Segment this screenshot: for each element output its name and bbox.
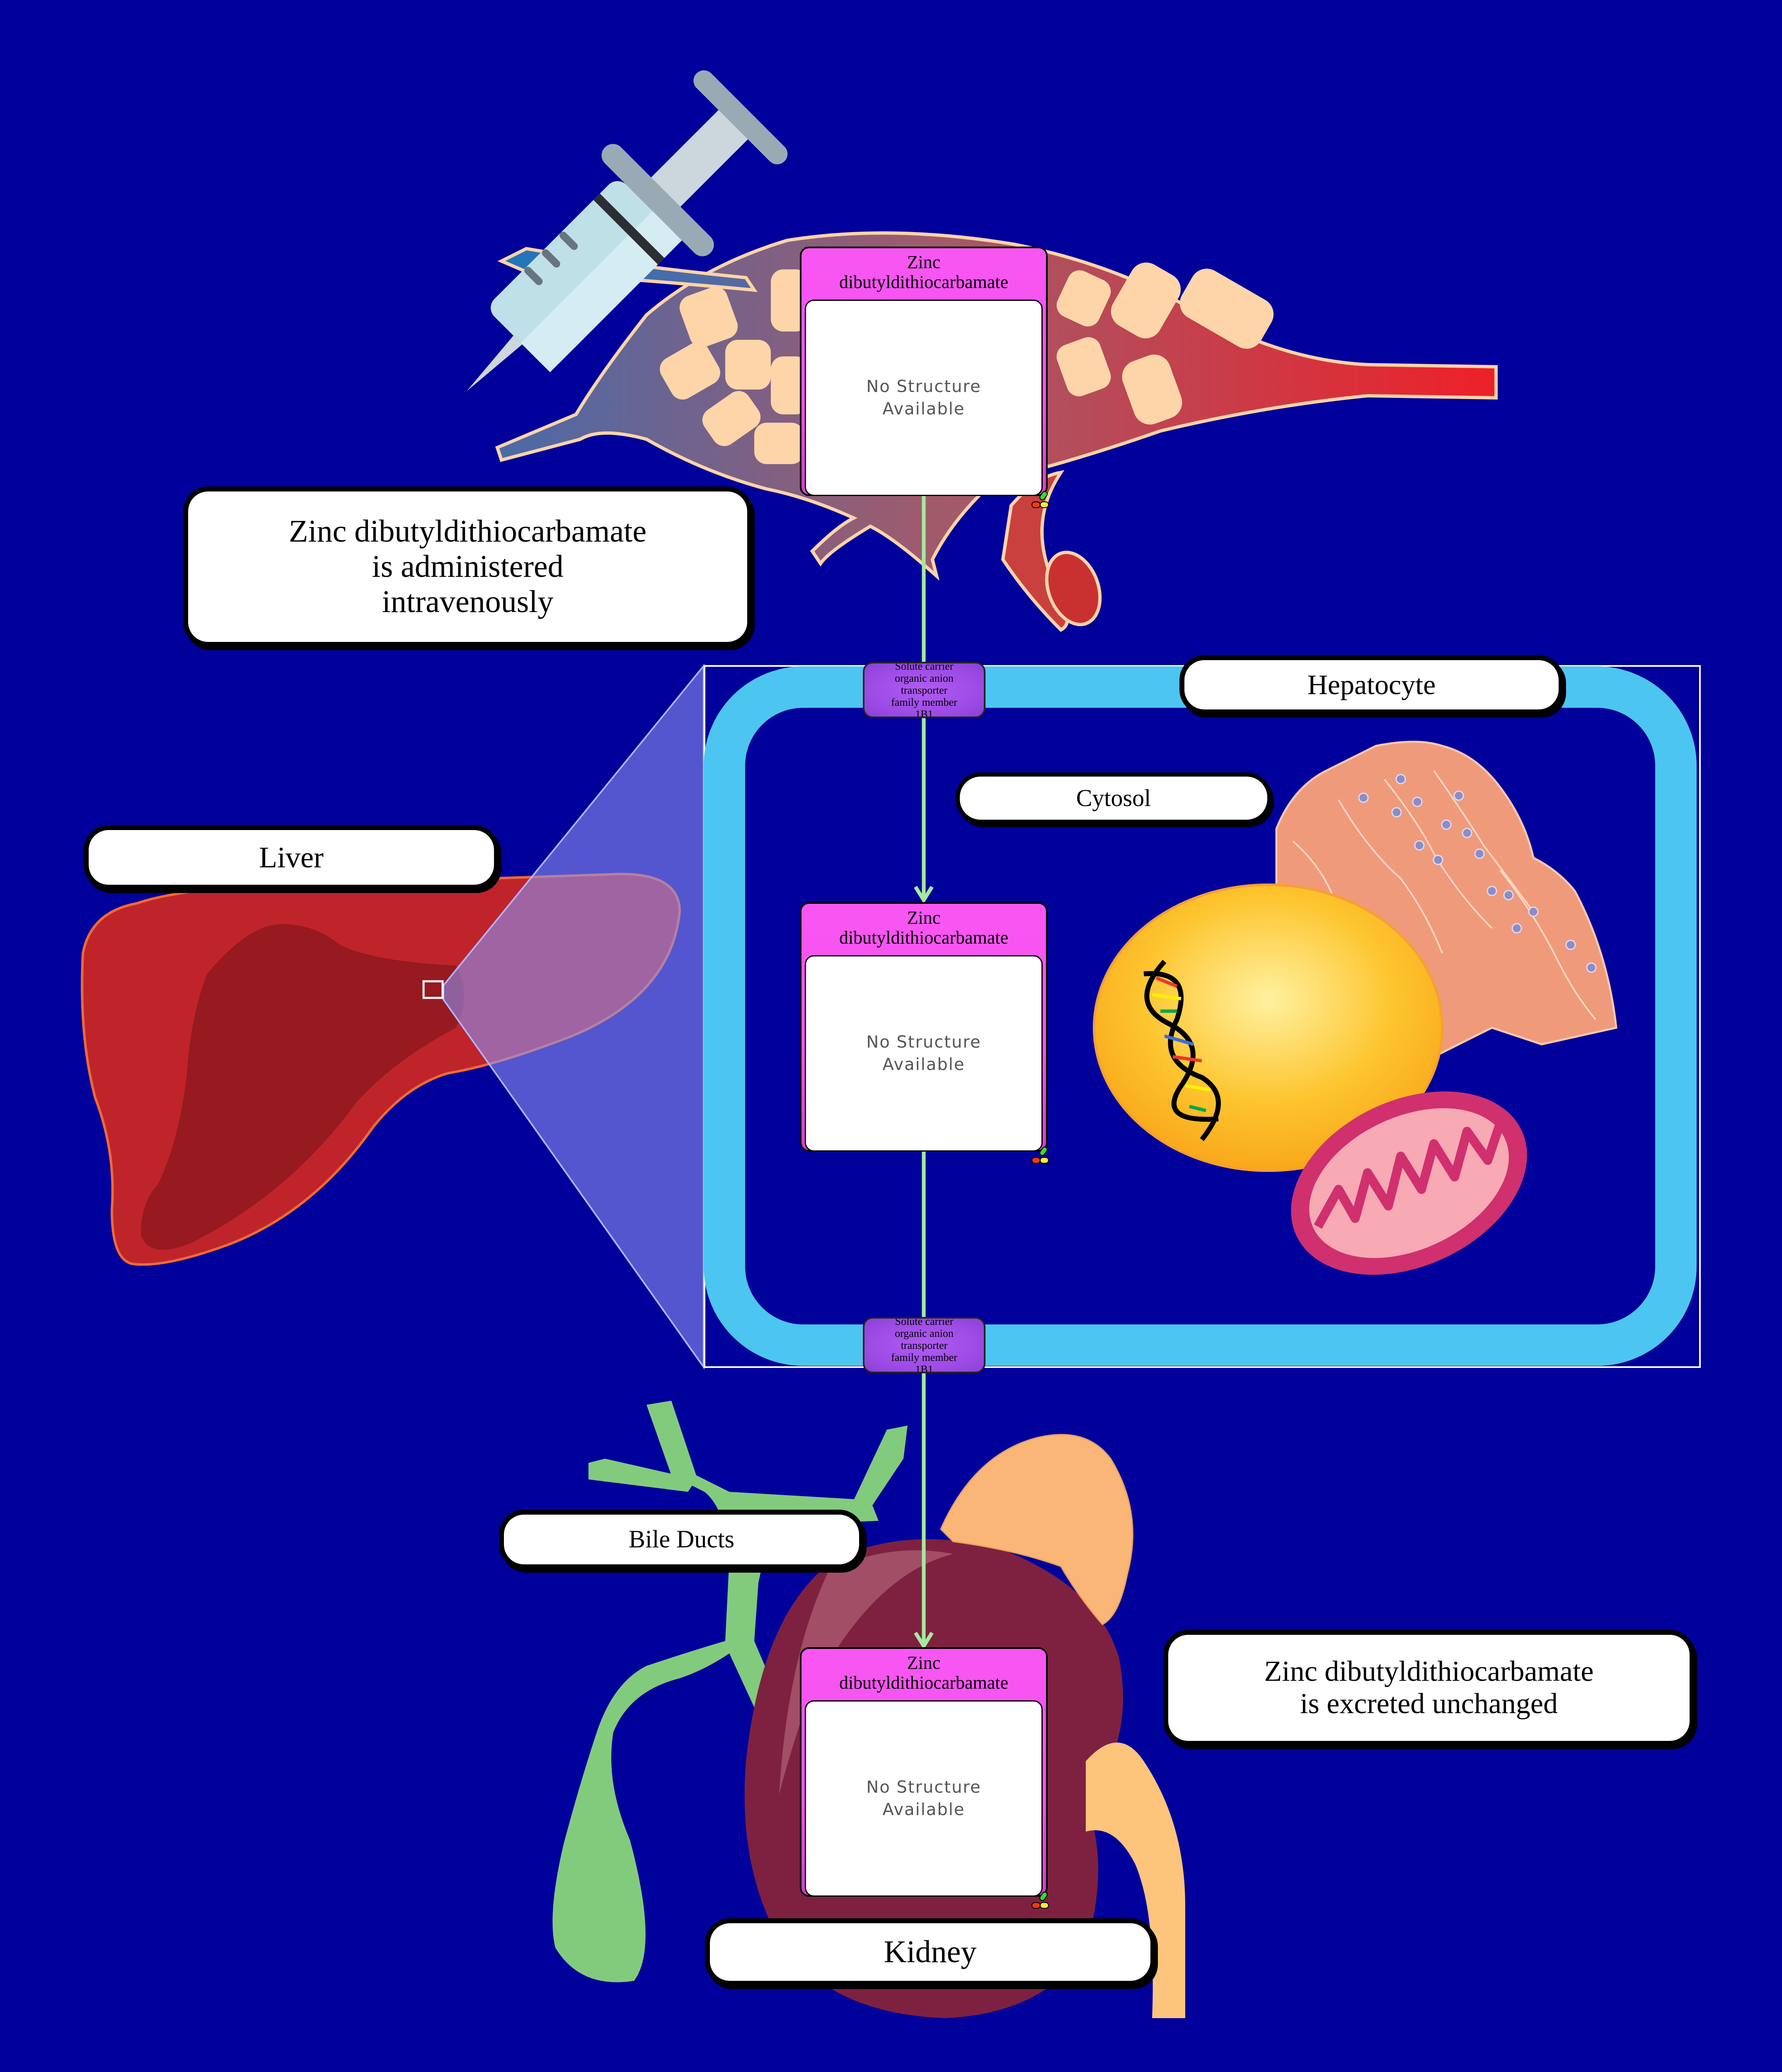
compound-name: Zinc dibutyldithiocarbamate — [839, 1653, 1009, 1693]
compound-box-blood[interactable]: Zinc dibutyldithiocarbamate No Structure… — [800, 247, 1049, 508]
structure-placeholder: No Structure Available — [805, 300, 1043, 496]
cytosol-label: Cytosol — [956, 772, 1271, 824]
zoom-marker — [422, 980, 444, 999]
structure-placeholder: No Structure Available — [805, 955, 1043, 1152]
compound-name: Zinc dibutyldithiocarbamate — [839, 908, 1009, 948]
dna-icon — [1143, 959, 1221, 1141]
nucleus-icon — [1093, 884, 1443, 1172]
zoom-cone — [443, 663, 705, 1370]
liver-label: Liver — [84, 825, 499, 890]
compound-name: Zinc dibutyldithiocarbamate — [839, 252, 1009, 292]
bile-ducts-icon — [552, 1401, 908, 1982]
mitochondrion-icon — [1291, 1091, 1527, 1275]
drug-pill-icon — [1031, 1891, 1049, 1909]
kidney-label: Kidney — [705, 1918, 1155, 1986]
compound-box-kidney[interactable]: Zinc dibutyldithiocarbamate No Structure… — [800, 1647, 1049, 1909]
excretion-label: Zinc dibutyldithiocarbamate is excreted … — [1163, 1630, 1695, 1746]
hepatocyte-label: Hepatocyte — [1179, 655, 1564, 714]
syringe-icon — [466, 70, 788, 392]
flow-arrows — [914, 477, 934, 1650]
administration-label: Zinc dibutyldithiocarbamate is administe… — [183, 487, 752, 647]
structure-placeholder: No Structure Available — [805, 1700, 1043, 1897]
transporter-oatp1b1-bottom[interactable]: Solute carrier organic anion transporter… — [863, 1317, 985, 1373]
drug-pill-icon — [1031, 491, 1049, 508]
bile-ducts-label: Bile Ducts — [499, 1510, 864, 1569]
drug-pill-icon — [1031, 1146, 1049, 1164]
compound-box-cytosol[interactable]: Zinc dibutyldithiocarbamate No Structure… — [800, 902, 1049, 1164]
transporter-oatp1b1-top[interactable]: Solute carrier organic anion transporter… — [863, 662, 985, 718]
